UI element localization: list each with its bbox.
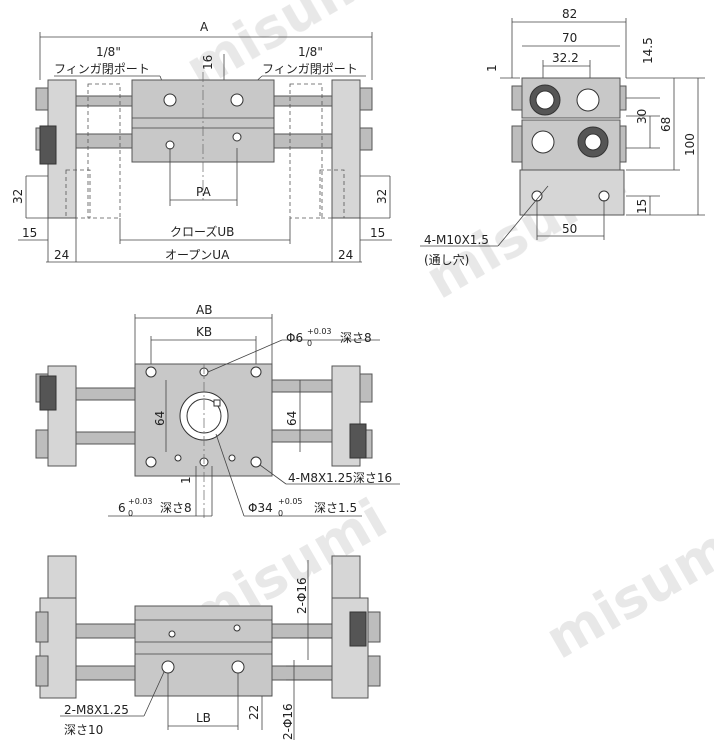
bore-depth: 深さ1.5 bbox=[314, 501, 357, 515]
dim-closed-label: クローズUB bbox=[170, 224, 234, 239]
dim-1-label: 1 bbox=[485, 64, 499, 72]
dim-14-5-label: 14.5 bbox=[641, 37, 655, 64]
dim-32-2-label: 32.2 bbox=[552, 51, 579, 65]
port-left-size: 1/8" bbox=[96, 45, 121, 59]
front-tap-right bbox=[231, 660, 245, 674]
bottom-view: AB KB 64 64 1 bbox=[35, 303, 400, 520]
dim-open-label: オープンUA bbox=[165, 248, 230, 262]
right-finger-jaw bbox=[331, 79, 361, 219]
pin-hole-tol: +0.03 bbox=[307, 327, 332, 336]
dim-15-left: 15 bbox=[22, 226, 37, 240]
svg-text:misumi: misumi bbox=[535, 507, 714, 672]
front-tap-left bbox=[161, 660, 175, 674]
dim-32-right: 32 bbox=[375, 189, 389, 204]
port-hole-right bbox=[230, 93, 244, 107]
dim-24-left: 24 bbox=[54, 248, 69, 262]
dim-64-right: 64 bbox=[285, 411, 299, 426]
dim-2-phi16-top: 2-Φ16 bbox=[295, 577, 309, 614]
dim-16-label: 16 bbox=[201, 55, 215, 70]
gripper-body-front bbox=[134, 605, 273, 697]
tap-label-bottom: 4-M8X1.25深さ16 bbox=[288, 471, 392, 485]
port-right-size: 1/8" bbox=[298, 45, 323, 59]
dim-15-right: 15 bbox=[370, 226, 385, 240]
slot-tol-low: 0 bbox=[128, 509, 133, 518]
dim-70-label: 70 bbox=[562, 31, 577, 45]
dim-ab-label: AB bbox=[196, 303, 212, 317]
thread-note: (通し穴) bbox=[424, 252, 469, 267]
pin-hole-label: Φ6 bbox=[286, 331, 303, 345]
port-hole-left bbox=[163, 93, 177, 107]
bore-tol: +0.05 bbox=[278, 497, 303, 506]
dim-50-label: 50 bbox=[562, 222, 577, 236]
dim-100-label: 100 bbox=[683, 133, 697, 156]
dim-32-left: 32 bbox=[11, 189, 25, 204]
dim-68-label: 68 bbox=[659, 117, 673, 132]
thread-label: 4-M10X1.5 bbox=[424, 233, 489, 247]
dim-15-label: 15 bbox=[635, 199, 649, 214]
dim-64-left: 64 bbox=[153, 411, 167, 426]
dim-pa-label: PA bbox=[196, 185, 211, 199]
dim-1-bottom: 1 bbox=[179, 476, 193, 484]
front-tap-label: 2-M8X1.25 bbox=[64, 703, 129, 717]
pin-hole-depth: 深さ8 bbox=[340, 331, 372, 345]
dim-24-right: 24 bbox=[338, 248, 353, 262]
front-view: 2-Φ16 2-Φ16 2-M8X1.25 深さ10 LB 22 bbox=[35, 555, 381, 740]
dim-30-label: 30 bbox=[635, 109, 649, 124]
bore-label: Φ34 bbox=[248, 501, 273, 515]
dim-kb-label: KB bbox=[196, 325, 212, 339]
top-view: A 1/8" フィンガ閉ポート 1/8" フィンガ閉ポート 16 bbox=[11, 20, 392, 263]
side-view: 82 70 32.2 14.5 1 30 68 1 bbox=[420, 7, 705, 267]
port-left-label: フィンガ閉ポート bbox=[54, 62, 150, 76]
dim-lb-label: LB bbox=[196, 711, 211, 725]
dim-82-label: 82 bbox=[562, 7, 577, 21]
front-tap-depth: 深さ10 bbox=[64, 723, 103, 737]
dim-2-phi16-bottom: 2-Φ16 bbox=[281, 703, 295, 740]
slot-depth: 深さ8 bbox=[160, 501, 192, 515]
slot-label: 6 bbox=[118, 501, 126, 515]
dim-22-label: 22 bbox=[247, 705, 261, 720]
slot-tol: +0.03 bbox=[128, 497, 153, 506]
pin-hole-tol-low: 0 bbox=[307, 339, 312, 348]
port-right-label: フィンガ閉ポート bbox=[262, 62, 358, 76]
bore-tol-low: 0 bbox=[278, 509, 283, 518]
dim-a-label: A bbox=[200, 20, 209, 34]
